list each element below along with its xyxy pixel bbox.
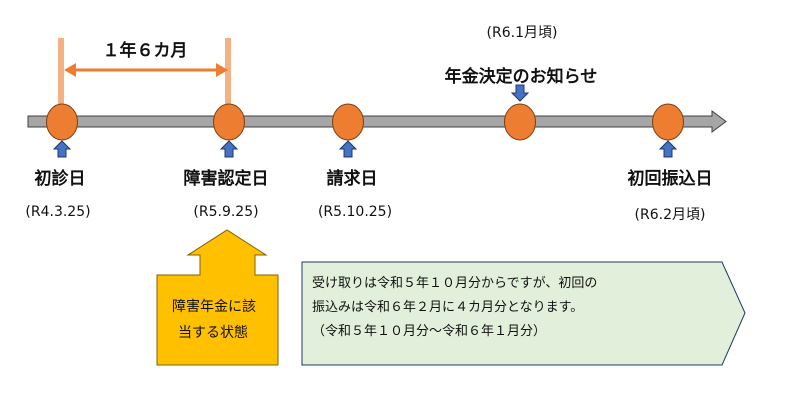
event-label: 初診日 xyxy=(34,169,86,189)
status-box: 障害年金に該 当する状態 xyxy=(172,294,256,346)
node-claim xyxy=(332,103,364,141)
status-line: 当する状態 xyxy=(178,325,248,341)
event-date: (R5.9.25) xyxy=(193,204,259,220)
bracket-line-left xyxy=(58,38,64,104)
node-decision xyxy=(504,103,536,141)
event-date: (R5.10.25) xyxy=(317,204,393,220)
info-line: 振込みは令和６年２月に４カ月分となります。 xyxy=(312,300,584,315)
node-first-visit xyxy=(46,103,78,141)
status-line: 障害年金に該 xyxy=(172,299,256,315)
node-certification xyxy=(213,103,245,141)
span-label: １年６カ月 xyxy=(102,41,188,61)
event-label: 年金決定のお知らせ xyxy=(444,67,598,87)
event-date: (R6.1月頃) xyxy=(486,25,558,41)
node-first-payment xyxy=(652,103,684,141)
event-label: 初回振込日 xyxy=(627,169,713,189)
event-label: 障害認定日 xyxy=(183,169,269,189)
event-date: (R6.2月頃) xyxy=(634,207,706,223)
bracket-line-right xyxy=(225,38,231,104)
info-box: 受け取りは令和５年１０月分からですが、初回の 振込みは令和６年２月に４カ月分とな… xyxy=(312,272,597,344)
span-double-arrow xyxy=(64,63,228,77)
down-arrow-icon xyxy=(510,84,530,102)
info-line: （令和５年１０月分～令和６年１月分） xyxy=(312,324,547,339)
event-label: 請求日 xyxy=(326,169,378,189)
up-arrow-icon xyxy=(52,140,72,158)
timeline-nodes xyxy=(46,103,684,141)
up-arrow-icon xyxy=(338,140,358,158)
info-line: 受け取りは令和５年１０月分からですが、初回の xyxy=(312,276,598,291)
event-date: (R4.3.25) xyxy=(25,204,91,220)
info-pentagon-shape xyxy=(301,261,746,366)
timeline-arrow xyxy=(27,110,727,133)
status-arrow-shape xyxy=(156,229,279,366)
up-arrow-icon xyxy=(658,140,678,158)
up-arrow-icon xyxy=(219,140,239,158)
